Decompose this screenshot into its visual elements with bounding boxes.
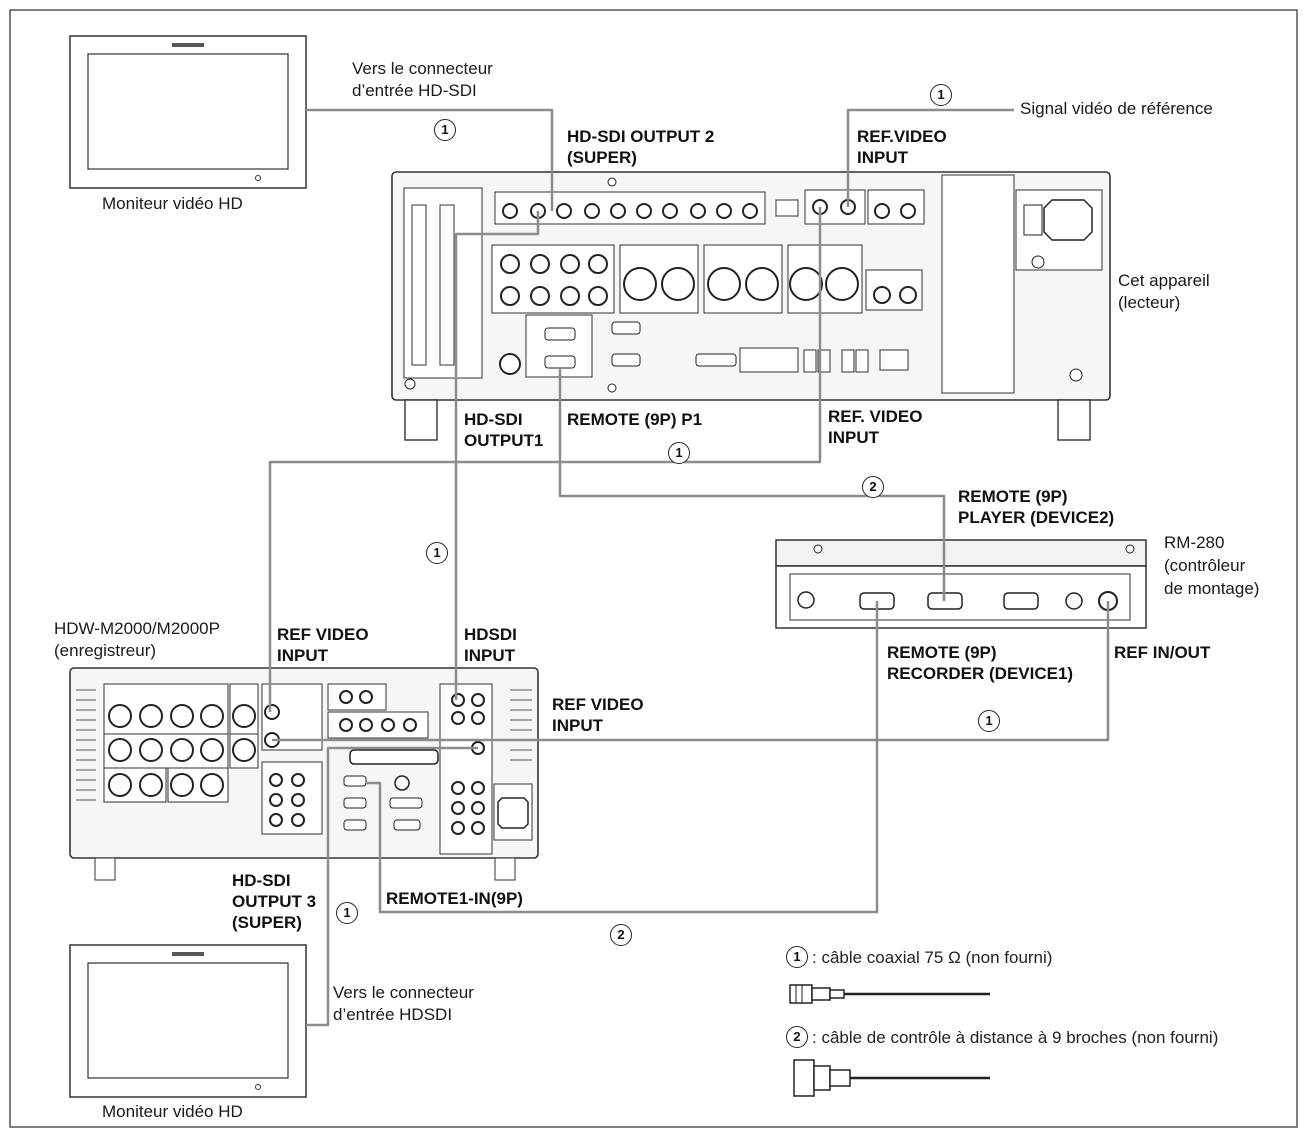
cable-marker-coax: 1 — [930, 84, 952, 106]
player-line2: (lecteur) — [1118, 293, 1181, 312]
rec-ref-video-line2: INPUT — [277, 646, 328, 665]
cable-marker-coax: 1 — [336, 902, 358, 924]
player-line1: Cet appareil — [1118, 271, 1210, 290]
remote-recorder-line1: REMOTE (9P) — [887, 643, 997, 662]
recorder-unit — [69, 667, 539, 881]
recorder-line2: (enregistreur) — [54, 641, 157, 660]
rec-ref-video-line1: REF VIDEO — [277, 625, 369, 644]
hdsdi-output3-line2: OUTPUT 3 — [232, 892, 317, 911]
cable-marker-remote: 2 — [610, 924, 632, 946]
rm280-line3: de montage) — [1164, 579, 1260, 598]
hd-monitor-bottom — [69, 944, 307, 1098]
monitor-bottom-label: Moniteur vidéo HD — [102, 1102, 243, 1121]
remote-recorder-line2: RECORDER (DEVICE1) — [887, 664, 1074, 683]
ref-signal-label: Signal vidéo de référence — [1020, 99, 1213, 118]
player-unit — [391, 171, 1111, 441]
rm280-line2: (contrôleur — [1164, 556, 1246, 575]
hdsdi-output3-line1: HD-SDI — [232, 871, 291, 890]
legend-remote-text: : câble de contrôle à distance à 9 broch… — [812, 1028, 1219, 1047]
to-hdsdi-top-line2: d’entrée HD-SDI — [352, 81, 477, 100]
remote1-in: REMOTE1-IN(9P) — [386, 889, 523, 908]
ref-video-input-mid-line2: INPUT — [828, 428, 879, 447]
cable-marker-coax: 1 — [426, 542, 448, 564]
ref-video-input-right-line2: INPUT — [552, 716, 603, 735]
legend-marker-coax: 1 — [786, 946, 808, 968]
legend-coax-icon — [789, 984, 990, 1004]
hdsdi-input-line2: INPUT — [464, 646, 515, 665]
recorder-line1: HDW-M2000/M2000P — [54, 619, 220, 638]
ref-video-input-right-line1: REF VIDEO — [552, 695, 644, 714]
remote-player-line2: PLAYER (DEVICE2) — [958, 508, 1115, 527]
hdsdi-output2-line2: (SUPER) — [567, 148, 637, 167]
ref-in-out: REF IN/OUT — [1114, 643, 1211, 662]
to-hdsdi-bottom-line1: Vers le connecteur — [333, 983, 474, 1002]
legend-marker-remote: 2 — [786, 1026, 808, 1048]
hdsdi-output1-line2: OUTPUT1 — [464, 431, 544, 450]
hd-monitor-top — [69, 35, 307, 189]
hdsdi-input-line1: HDSDI — [464, 625, 517, 644]
to-hdsdi-top-line1: Vers le connecteur — [352, 59, 493, 78]
ref-video-input-top-line1: REF.VIDEO — [857, 127, 947, 146]
cable-marker-coax: 1 — [434, 119, 456, 141]
cable-marker-remote: 2 — [862, 476, 884, 498]
hdsdi-output3-line3: (SUPER) — [232, 913, 302, 932]
rm280-line1: RM-280 — [1164, 533, 1225, 552]
cable-marker-coax: 1 — [978, 710, 1000, 732]
to-hdsdi-bottom-line2: d’entrée HDSDI — [333, 1005, 453, 1024]
rm280-controller — [775, 539, 1147, 629]
monitor-top-label: Moniteur vidéo HD — [102, 194, 243, 213]
legend-remote-icon — [793, 1059, 990, 1097]
cable-marker-coax: 1 — [668, 442, 690, 464]
hdsdi-output1-line1: HD-SDI — [464, 410, 523, 429]
cables — [268, 108, 1110, 1027]
legend-coax-text: : câble coaxial 75 Ω (non fourni) — [812, 948, 1053, 967]
remote-9p-p1: REMOTE (9P) P1 — [567, 410, 703, 429]
hdsdi-output2-line1: HD-SDI OUTPUT 2 — [567, 127, 715, 146]
ref-video-input-mid-line1: REF. VIDEO — [828, 407, 923, 426]
remote-player-line1: REMOTE (9P) — [958, 487, 1068, 506]
ref-video-input-top-line2: INPUT — [857, 148, 908, 167]
